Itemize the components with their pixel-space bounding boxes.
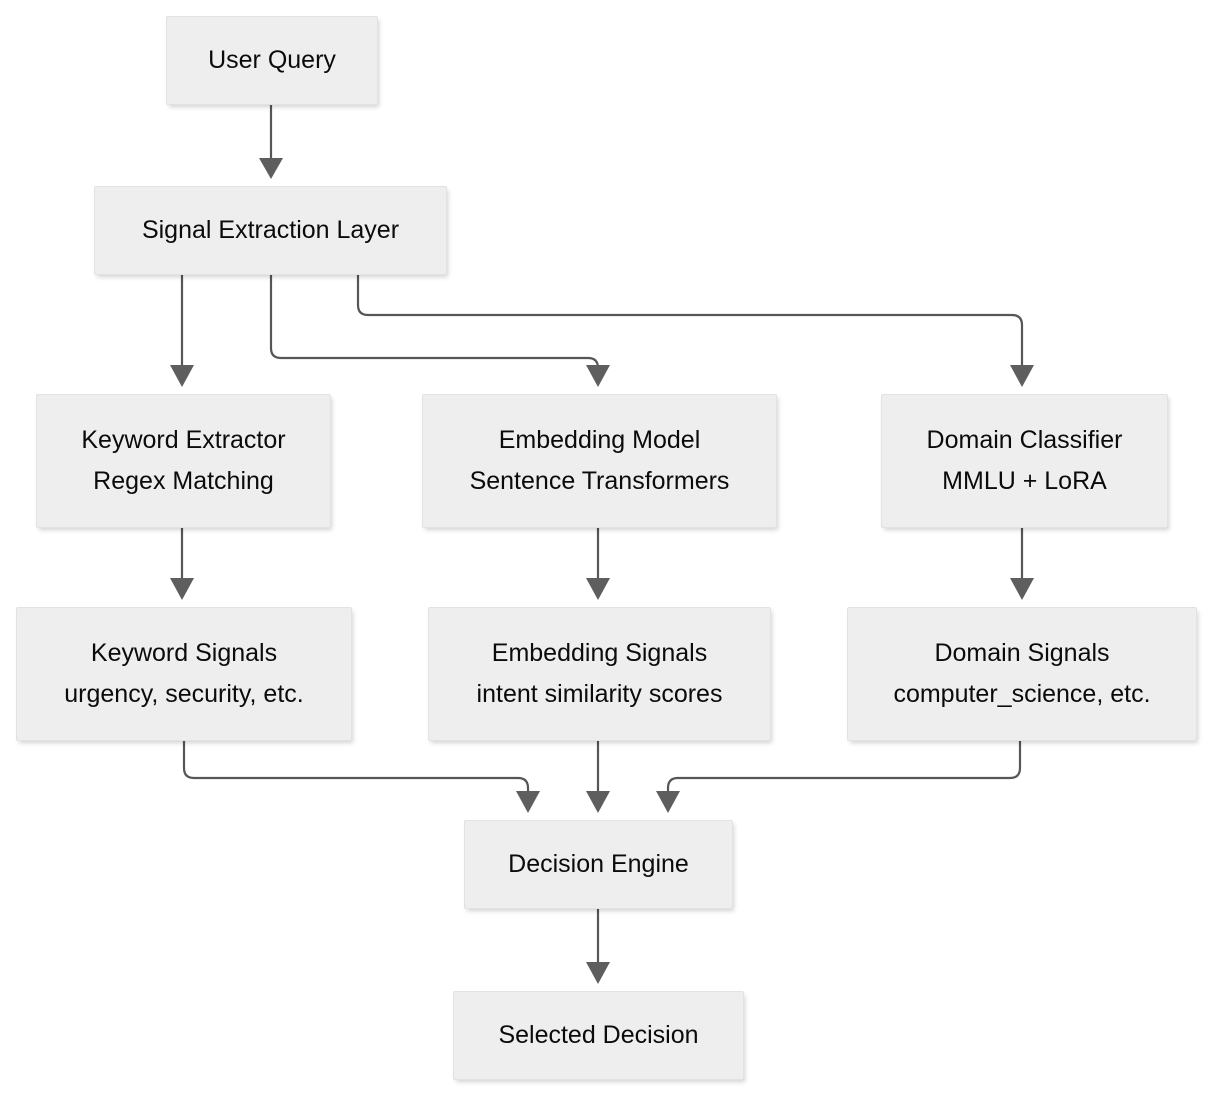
- node-keyword-extractor-line2: Regex Matching: [93, 467, 274, 495]
- edge-embedding-signals-to-decision-engine: [586, 741, 610, 813]
- edge-embedding-model-to-embedding-signals: [586, 528, 610, 600]
- node-signal-extraction-layer[interactable]: Signal Extraction Layer: [94, 186, 447, 275]
- node-keyword-signals-line1: Keyword Signals: [90, 639, 278, 667]
- edge-keyword-extractor-to-keyword-signals: [170, 528, 194, 600]
- edge-decision-engine-to-selected-decision: [586, 909, 610, 984]
- node-keyword-signals[interactable]: Keyword Signals urgency, security, etc.: [16, 607, 352, 741]
- edge-domain-classifier-to-domain-signals: [1010, 528, 1034, 600]
- edge-user-query-to-signal-layer: [259, 105, 283, 179]
- edge-keyword-signals-to-decision-engine: [182, 741, 540, 813]
- node-selected-decision-line1: Selected Decision: [498, 1021, 699, 1049]
- node-domain-signals-line1: Domain Signals: [934, 639, 1110, 667]
- node-keyword-extractor-line1: Keyword Extractor: [81, 426, 286, 454]
- node-domain-signals-line2: computer_science, etc.: [893, 680, 1151, 708]
- node-embedding-signals[interactable]: Embedding Signals intent similarity scor…: [428, 607, 771, 741]
- node-decision-engine[interactable]: Decision Engine: [464, 820, 733, 909]
- node-embedding-model-line1: Embedding Model: [498, 426, 701, 454]
- edge-signal-layer-to-embedding-model: [269, 275, 610, 387]
- node-user-query[interactable]: User Query: [166, 16, 378, 105]
- node-embedding-model[interactable]: Embedding Model Sentence Transformers: [422, 394, 777, 528]
- node-embedding-signals-line1: Embedding Signals: [491, 639, 708, 667]
- node-domain-classifier[interactable]: Domain Classifier MMLU + LoRA: [881, 394, 1168, 528]
- node-embedding-signals-line2: intent similarity scores: [476, 680, 723, 708]
- edge-signal-layer-to-domain-classifier: [356, 275, 1034, 387]
- node-decision-engine-line1: Decision Engine: [508, 850, 689, 878]
- node-domain-classifier-line1: Domain Classifier: [926, 426, 1123, 454]
- edge-signal-layer-to-keyword-extractor: [170, 275, 194, 387]
- node-keyword-extractor[interactable]: Keyword Extractor Regex Matching: [36, 394, 331, 528]
- node-user-query-line1: User Query: [208, 46, 336, 74]
- node-embedding-model-line2: Sentence Transformers: [469, 467, 730, 495]
- node-selected-decision[interactable]: Selected Decision: [453, 991, 744, 1080]
- node-keyword-signals-line2: urgency, security, etc.: [64, 680, 304, 708]
- node-signal-extraction-layer-line1: Signal Extraction Layer: [141, 216, 400, 244]
- node-domain-classifier-line2: MMLU + LoRA: [942, 467, 1107, 495]
- node-domain-signals[interactable]: Domain Signals computer_science, etc.: [847, 607, 1197, 741]
- edge-domain-signals-to-decision-engine: [656, 741, 1022, 813]
